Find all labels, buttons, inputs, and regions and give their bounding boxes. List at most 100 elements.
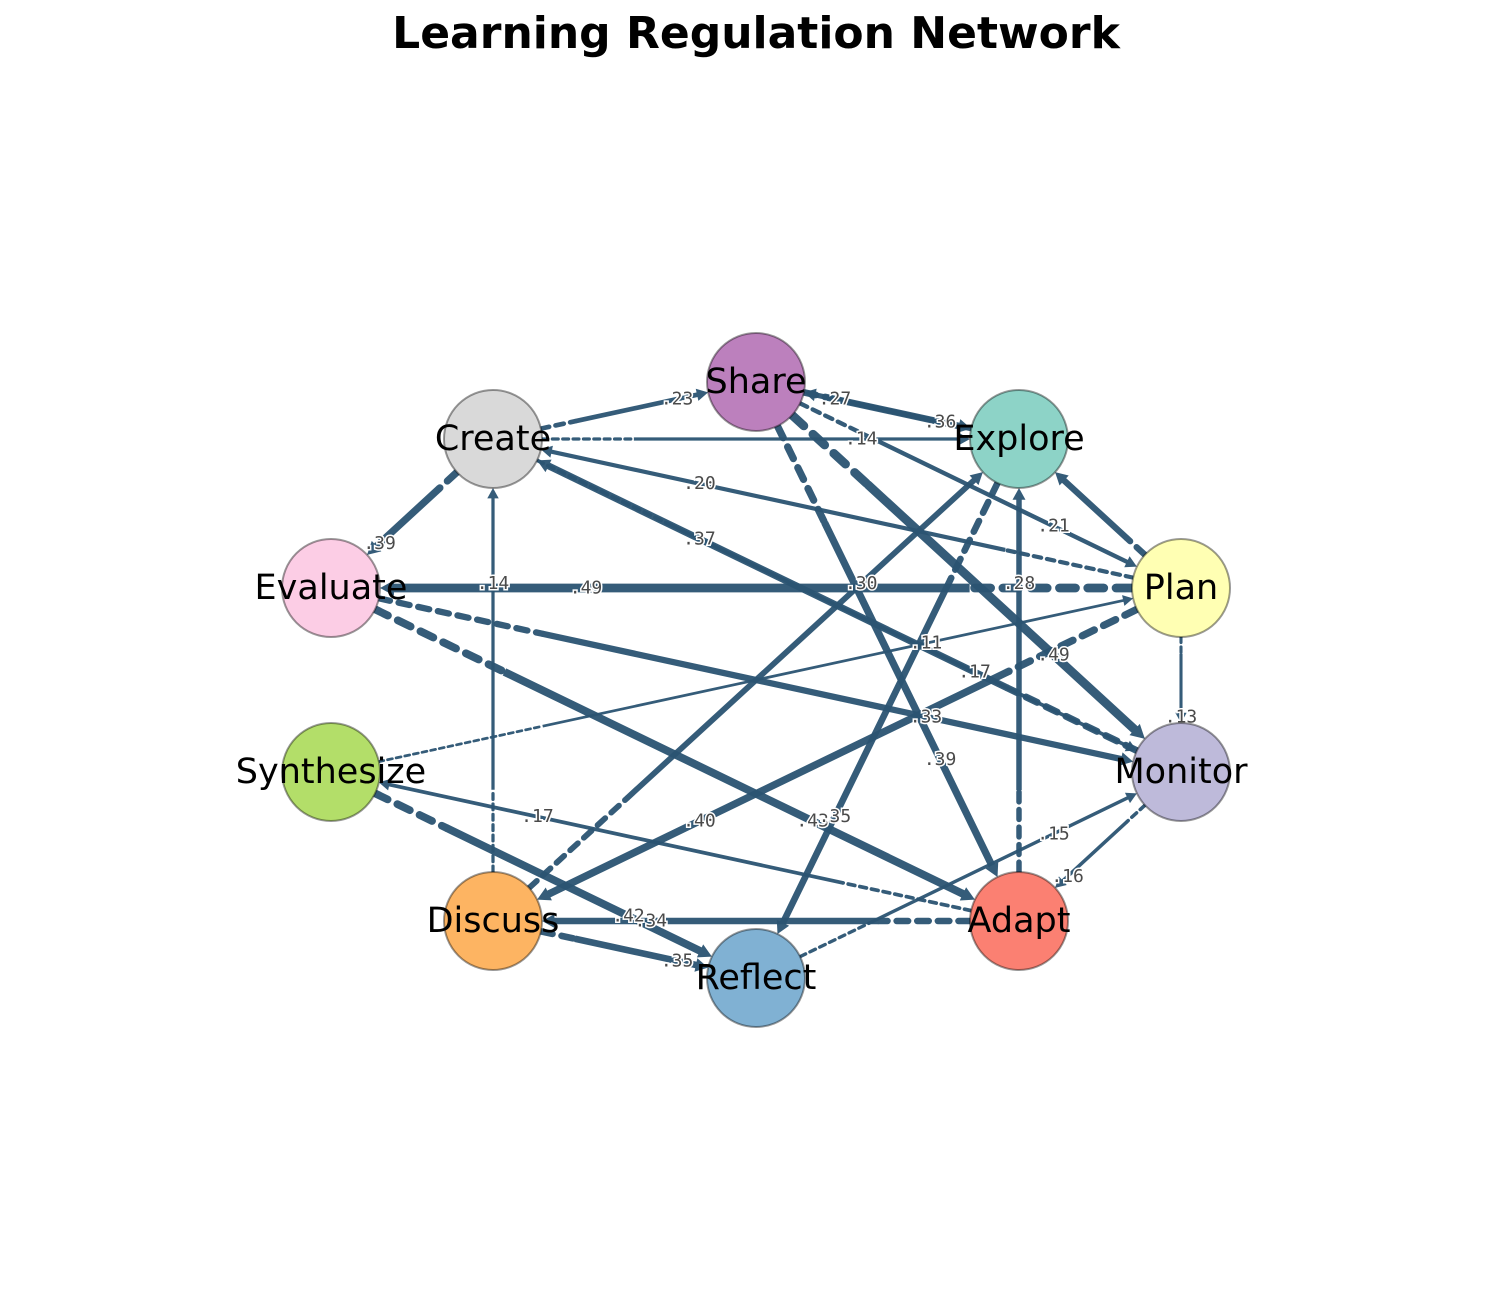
arrowhead-icon xyxy=(1119,752,1134,766)
edge-weight-label: .14 xyxy=(845,429,878,450)
edge-discuss-to-reflect xyxy=(537,928,709,972)
arrowhead-icon xyxy=(367,540,382,555)
edge-weight-label: .35 xyxy=(661,950,694,971)
edge-weight-label: .49 xyxy=(1037,645,1070,666)
node-adapt[interactable]: Adapt xyxy=(968,871,1071,971)
edge-plan-to-explore xyxy=(1055,472,1149,558)
edge-solid-segment xyxy=(541,630,1124,763)
arrowhead-icon xyxy=(1124,740,1137,752)
edge-dashed-segment xyxy=(371,789,451,832)
arrowhead-icon xyxy=(540,445,553,458)
edge-weight-label: .28 xyxy=(1003,573,1036,594)
edge-dashed-segment xyxy=(1124,535,1149,558)
edge-dashed-segment xyxy=(435,468,461,493)
edge-labels-layer: .23.27.36.14.39.14.20.37.17.49.33.43.11.… xyxy=(362,387,1199,973)
edge-adapt-to-explore xyxy=(1012,488,1026,875)
edge-solid-segment xyxy=(1060,820,1129,884)
arrowhead-icon xyxy=(1175,712,1187,723)
edge-evaluate-to-monitor xyxy=(375,595,1134,766)
edge-weight-label: .39 xyxy=(924,749,957,770)
edge-discuss-to-create xyxy=(487,488,499,874)
edge-synthesize-to-plan xyxy=(377,595,1134,764)
edge-dashed-segment xyxy=(1003,605,1141,676)
arrowhead-icon xyxy=(694,958,709,972)
edge-solid-segment xyxy=(574,392,700,424)
edge-weight-label: .34 xyxy=(635,911,668,932)
edge-weight-label: .23 xyxy=(661,389,694,410)
edge-discuss-to-explore xyxy=(526,472,983,891)
arrowhead-icon xyxy=(1124,556,1137,568)
edge-weight-label: .15 xyxy=(1037,823,1070,844)
node-label: Discuss xyxy=(427,901,560,941)
edge-dashed-segment xyxy=(375,595,546,637)
arrowhead-icon xyxy=(696,944,712,958)
arrowhead-icon xyxy=(695,388,709,401)
edge-plan-to-discuss xyxy=(537,605,1141,901)
edge-plan-to-evaluate xyxy=(380,580,1137,596)
edge-weight-label: .17 xyxy=(958,662,991,683)
chart-title: Learning Regulation Network xyxy=(392,8,1120,59)
node-discuss[interactable]: Discuss xyxy=(427,871,560,971)
node-synthesize[interactable]: Synthesize xyxy=(236,722,426,822)
node-label: Plan xyxy=(1144,568,1218,608)
node-circle xyxy=(443,389,543,489)
edge-share-to-monitor xyxy=(787,410,1145,739)
edge-solid-segment xyxy=(372,485,442,551)
arrowhead-icon xyxy=(487,488,499,499)
edge-explore-to-reflect xyxy=(776,479,1001,934)
edge-weight-label: .20 xyxy=(683,473,716,494)
edge-solid-segment xyxy=(871,795,1130,924)
edge-weight-label: .40 xyxy=(683,811,716,832)
arrowhead-icon xyxy=(380,580,394,596)
edge-weight-label: .39 xyxy=(363,533,396,554)
node-evaluate[interactable]: Evaluate xyxy=(255,538,408,638)
edge-dashed-segment xyxy=(1003,547,1136,580)
edge-weight-label: .14 xyxy=(477,573,510,594)
edge-weight-label: .16 xyxy=(1051,866,1084,887)
node-reflect[interactable]: Reflect xyxy=(696,928,817,1028)
edge-monitor-to-adapt xyxy=(1055,803,1147,888)
edge-dashed-segment xyxy=(371,605,509,676)
node-explore[interactable]: Explore xyxy=(953,389,1085,489)
edge-reflect-to-monitor xyxy=(798,792,1137,959)
node-monitor[interactable]: Monitor xyxy=(1114,722,1248,822)
edge-solid-segment xyxy=(666,521,1130,749)
edge-weight-label: .49 xyxy=(570,578,603,599)
arrowhead-icon xyxy=(1124,792,1137,804)
edge-adapt-to-synthesize xyxy=(378,778,973,913)
edge-plan-to-create xyxy=(540,445,1136,580)
node-share[interactable]: Share xyxy=(705,332,807,432)
edge-share-to-explore xyxy=(800,388,972,433)
edge-weight-label: .17 xyxy=(521,806,554,827)
edge-create-to-share xyxy=(538,388,709,431)
edge-plan-to-monitor xyxy=(1175,635,1187,723)
edge-solid-segment xyxy=(871,436,1130,565)
edge-synthesize-to-reflect xyxy=(371,789,712,958)
edge-solid-segment xyxy=(1060,476,1130,541)
node-plan[interactable]: Plan xyxy=(1131,538,1231,638)
node-create[interactable]: Create xyxy=(435,389,551,489)
edge-solid-segment xyxy=(545,668,1010,899)
edge-solid-segment xyxy=(779,578,954,926)
edge-dashed-segment xyxy=(800,388,842,404)
edge-dashed-segment xyxy=(535,458,669,526)
edge-dashed-segment xyxy=(377,724,545,764)
node-circle xyxy=(281,538,381,638)
edge-share-to-adapt xyxy=(773,422,999,877)
node-label: Explore xyxy=(953,419,1084,459)
edge-solid-segment xyxy=(386,782,844,885)
edge-dashed-segment xyxy=(798,920,874,959)
edges-layer xyxy=(367,388,1187,972)
edge-share-to-plan xyxy=(797,401,1137,568)
arrowhead-icon xyxy=(378,778,391,791)
edge-solid-segment xyxy=(502,668,967,899)
edge-weight-label: .33 xyxy=(910,706,943,727)
arrowhead-icon xyxy=(959,887,975,901)
edge-dashed-segment xyxy=(538,418,578,431)
arrowhead-icon xyxy=(542,914,555,928)
node-label: Create xyxy=(435,419,551,459)
arrowhead-icon xyxy=(985,862,999,877)
edge-solid-segment xyxy=(549,449,1006,552)
